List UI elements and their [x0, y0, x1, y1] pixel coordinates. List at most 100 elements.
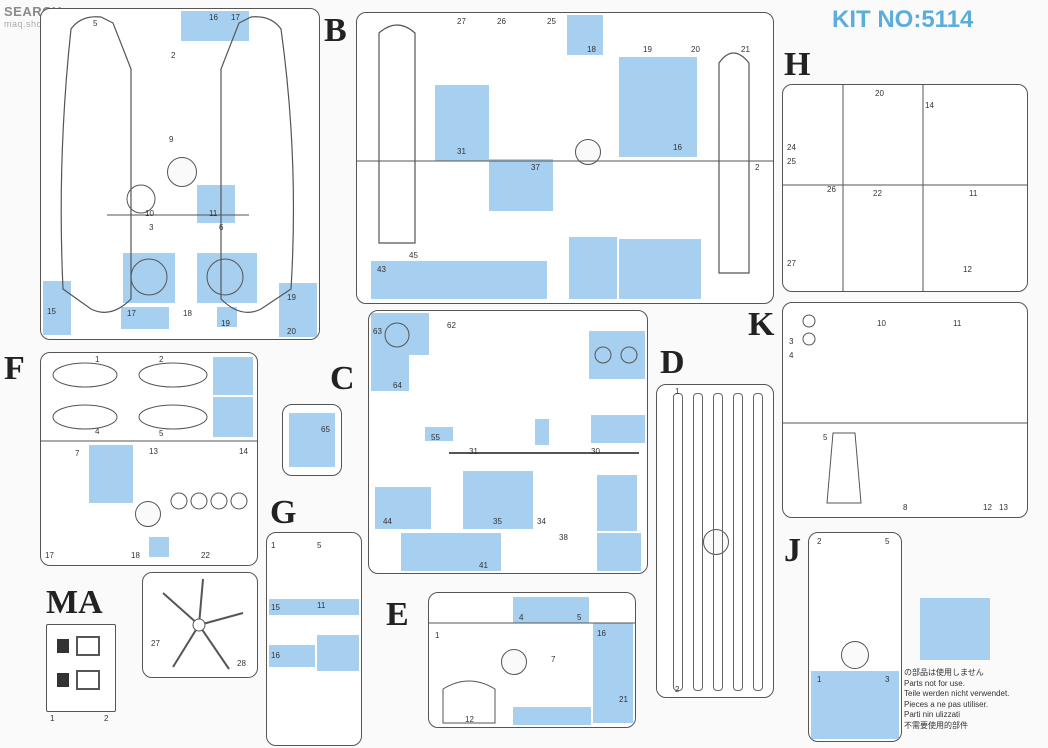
part-number: 4 — [519, 613, 524, 622]
sprue-ring — [703, 529, 729, 555]
part-number: 8 — [903, 503, 908, 512]
part-number: 3 — [885, 675, 890, 684]
part-number: 15 — [271, 603, 280, 612]
unused-part-block — [279, 283, 317, 337]
part-number: 37 — [531, 163, 540, 172]
part-number: 18 — [131, 551, 140, 560]
unused-part-block — [121, 307, 169, 329]
unused-part-block — [425, 427, 453, 441]
unused-part-block — [371, 355, 409, 391]
part-number: 2 — [159, 355, 164, 364]
part-number: 14 — [239, 447, 248, 456]
sprue-ma — [46, 624, 116, 712]
unused-part-block — [569, 237, 617, 299]
part-number: 3 — [789, 337, 794, 346]
part-number: 24 — [787, 143, 796, 152]
landing-gear-parts — [783, 314, 1027, 504]
part-number: 5 — [577, 613, 582, 622]
sprue-d: 1 2 — [656, 384, 774, 698]
sprue-g: 1 5 11 15 16 — [266, 532, 362, 746]
rotor-blade — [673, 393, 683, 691]
part-number: 16 — [673, 143, 682, 152]
part-number: 30 — [591, 447, 600, 456]
rotor-blade — [693, 393, 703, 691]
part-number: 7 — [75, 449, 80, 458]
unused-part-block — [619, 57, 697, 157]
part-number: 19 — [287, 293, 296, 302]
part-number: 31 — [469, 447, 478, 456]
part-number: 28 — [237, 659, 246, 668]
unused-part-block — [317, 635, 359, 671]
part-number: 17 — [231, 13, 240, 22]
unused-part-block — [591, 415, 645, 443]
sprue-ring — [501, 649, 527, 675]
part-number: 13 — [999, 503, 1008, 512]
unused-part-block — [593, 623, 633, 723]
part-number: 10 — [145, 209, 154, 218]
part-number: 5 — [159, 429, 164, 438]
part-number: 12 — [983, 503, 992, 512]
part-number: 43 — [377, 265, 386, 274]
part-number: 10 — [877, 319, 886, 328]
part-number: 11 — [317, 601, 326, 610]
part-number: 26 — [497, 17, 506, 26]
part-number: 11 — [969, 189, 978, 198]
part-number: 1 — [817, 675, 822, 684]
part-number: 18 — [183, 309, 192, 318]
sprue-c-small: 65 — [282, 404, 342, 476]
clear-parts — [57, 636, 100, 690]
part-number: 38 — [559, 533, 568, 542]
unused-part-block — [811, 671, 899, 739]
part-number: 21 — [741, 45, 750, 54]
unused-part-block — [489, 159, 553, 211]
small-parts — [783, 85, 1027, 291]
part-number: 41 — [479, 561, 488, 570]
unused-part-block — [217, 307, 237, 327]
sprue-b: 27 26 25 18 19 20 21 31 16 37 45 43 2 — [356, 12, 774, 304]
part-number: 5 — [317, 541, 322, 550]
unused-part-block — [213, 397, 253, 437]
rotor-blade — [713, 393, 723, 691]
sprue-e: 1 4 5 7 12 16 21 — [428, 592, 636, 728]
part-number: 65 — [321, 425, 330, 434]
part-number: 55 — [431, 433, 440, 442]
part-number: 14 — [925, 101, 934, 110]
canopy-parts — [41, 362, 257, 510]
unused-part-block — [589, 331, 645, 379]
part-number: 21 — [619, 695, 628, 704]
part-number: 35 — [493, 517, 502, 526]
part-number: 27 — [457, 17, 466, 26]
part-number: 20 — [691, 45, 700, 54]
unused-part-block — [197, 185, 235, 223]
part-number: 15 — [47, 307, 56, 316]
part-number: 13 — [149, 447, 158, 456]
rotor-blade — [753, 393, 763, 691]
unused-part-block — [435, 85, 489, 161]
unused-part-block — [535, 419, 549, 445]
kit-number: KIT NO:5114 — [832, 6, 974, 33]
part-number: 12 — [963, 265, 972, 274]
part-number: 1 — [271, 541, 276, 550]
unused-part-block — [371, 261, 547, 299]
part-number: 62 — [447, 321, 456, 330]
sprue-j: 2 5 1 3 — [808, 532, 902, 742]
sprue-label-j: J — [784, 532, 801, 569]
part-number: 17 — [45, 551, 54, 560]
unused-part-block — [597, 475, 637, 531]
part-number: 27 — [151, 639, 160, 648]
sprue-h: 20 14 24 25 26 22 27 11 12 — [782, 84, 1028, 292]
part-number: 64 — [393, 381, 402, 390]
part-number: 4 — [95, 427, 100, 436]
part-number: 25 — [547, 17, 556, 26]
part-number: 44 — [383, 517, 392, 526]
unused-part-block — [213, 357, 253, 395]
part-number: 6 — [219, 223, 224, 232]
hull-part — [357, 24, 773, 274]
part-number: 2 — [755, 163, 760, 172]
part-number: 20 — [875, 89, 884, 98]
sprue-label-ma: MA — [46, 584, 103, 621]
part-number: 16 — [597, 629, 606, 638]
unused-part-block — [463, 471, 533, 529]
part-number: 1 — [675, 387, 680, 396]
part-number: 20 — [287, 327, 296, 336]
